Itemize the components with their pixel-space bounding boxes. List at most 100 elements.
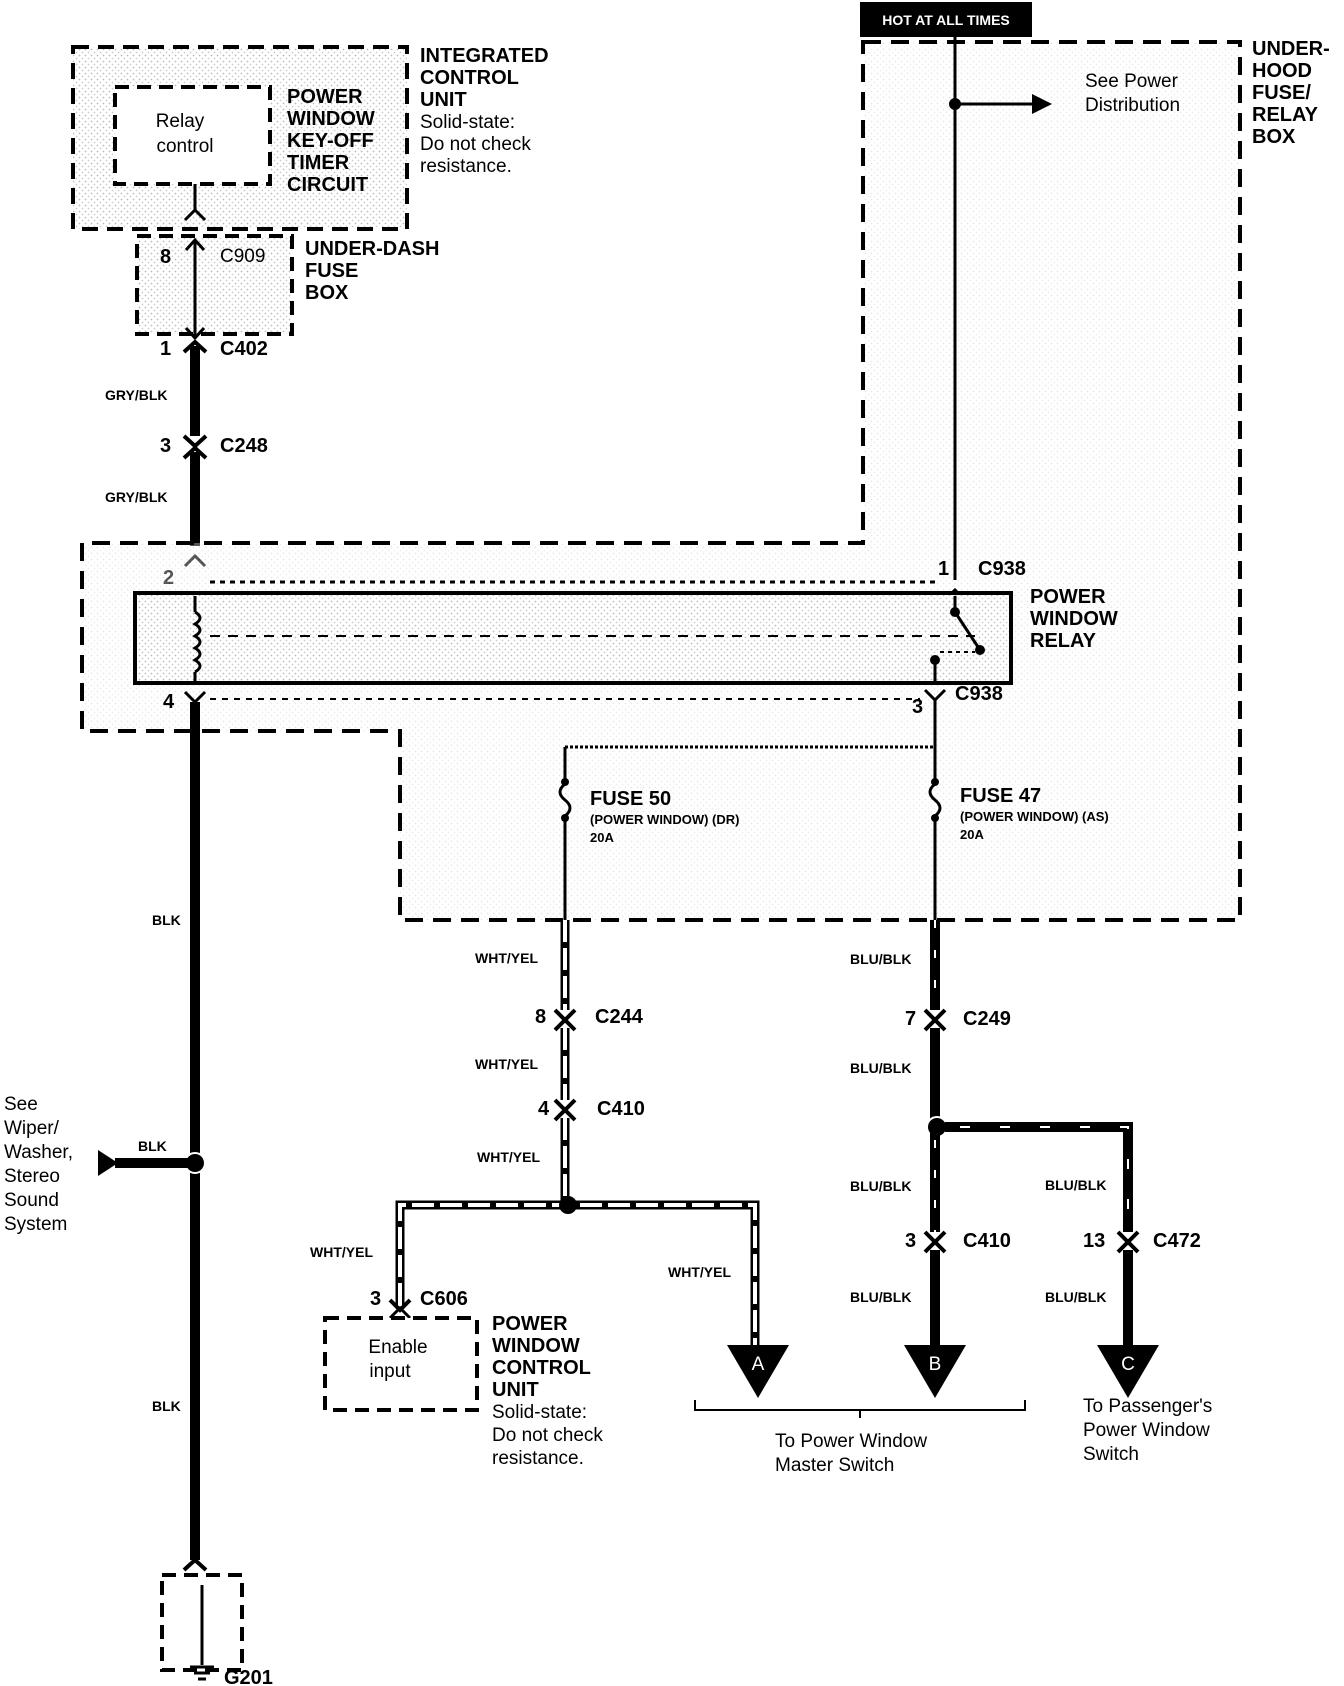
c410a-connector (553, 1098, 577, 1122)
fuse47-name: FUSE 47 (960, 785, 1041, 807)
underdash-fuse-box (135, 234, 294, 336)
blublk-label-2: BLU/BLK (850, 1060, 911, 1076)
pwcu-inner-1: Enable (368, 1337, 427, 1358)
c244-label: C244 (595, 1006, 644, 1028)
pwcu-note-1: Solid-state: (492, 1402, 587, 1423)
underhood-fuse-box (80, 40, 1242, 922)
icu-note-2: Do not check (420, 134, 531, 155)
c402-label: C402 (220, 338, 268, 360)
whtyel-splice (559, 1196, 577, 1214)
c248-plug (182, 434, 208, 449)
blublk-label-4: BLU/BLK (850, 1289, 911, 1305)
ground-icon (190, 1665, 214, 1681)
see-wiper-2: Wiper/ (4, 1118, 60, 1139)
see-wiper-1: See (4, 1094, 38, 1115)
blk-label-2: BLK (152, 1398, 181, 1414)
pwcu-box (323, 1316, 479, 1412)
pwcu-title-1: POWER (492, 1313, 568, 1335)
pwcu-title-3: CONTROL (492, 1357, 591, 1379)
underdash-title-1: UNDER-DASH (305, 238, 439, 260)
relay-control-label-2: control (156, 136, 213, 157)
whtyel-label-2: WHT/YEL (475, 1056, 538, 1072)
blublk-label-3: BLU/BLK (850, 1178, 911, 1194)
gryblk-label-2: GRY/BLK (105, 489, 167, 505)
timer-circuit-label-1: POWER (287, 86, 363, 108)
c402-chevron (182, 339, 208, 354)
terminal-b-label: B (929, 1354, 942, 1375)
fuse50-name: FUSE 50 (590, 788, 671, 810)
c410b-label: C410 (963, 1230, 1011, 1252)
icu-note-1: Solid-state: (420, 112, 515, 133)
c249-label: C249 (963, 1008, 1011, 1030)
underhood-title-2: HOOD (1252, 60, 1312, 82)
g201-chevron (182, 1557, 208, 1572)
see-wiper-5: Sound (4, 1190, 59, 1211)
c248-label: C248 (220, 435, 268, 457)
c248-socket (182, 445, 208, 460)
pwcu-inner-2: input (369, 1361, 411, 1382)
to-passenger-1: To Passenger's (1083, 1396, 1212, 1417)
underhood-title-4: RELAY (1252, 104, 1319, 126)
relay-title-3: RELAY (1030, 630, 1097, 652)
relay-control-box (113, 85, 272, 186)
c938-pin3: 3 (912, 696, 923, 718)
timer-circuit-label-4: TIMER (287, 152, 350, 174)
fuse47-desc: (POWER WINDOW) (AS) (960, 809, 1109, 824)
fuse50-symbol (558, 782, 572, 818)
icu-connector-chevron (183, 207, 207, 222)
to-master-1: To Power Window (775, 1431, 927, 1452)
to-passenger-3: Switch (1083, 1444, 1139, 1465)
underdash-arrow-up (184, 237, 206, 252)
blublk-label-6: BLU/BLK (1045, 1289, 1106, 1305)
underdash-title-3: BOX (305, 282, 349, 304)
underhood-title-1: UNDER- (1252, 38, 1330, 60)
see-wiper-6: System (4, 1214, 67, 1235)
c472-label: C472 (1153, 1230, 1201, 1252)
pwcu-title-4: UNIT (492, 1379, 539, 1401)
c606-label: C606 (420, 1288, 468, 1310)
relay-coil (192, 610, 202, 674)
switch-arm (953, 611, 982, 651)
relay-control-label-1: Relay (156, 111, 205, 132)
power-dist-label-1: See Power (1085, 71, 1179, 92)
g201-label: G201 (224, 1667, 273, 1686)
c472-pin: 13 (1083, 1230, 1105, 1252)
c244-connector (553, 1008, 577, 1032)
fuse47-amps: 20A (960, 827, 984, 842)
c938-pin1: 1 (938, 558, 949, 580)
pwcu-title-2: WINDOW (492, 1335, 580, 1357)
icu-note-3: resistance. (420, 156, 512, 177)
c938-label-3: C938 (955, 683, 1003, 705)
underdash-arrow-down (184, 326, 206, 341)
c938-label-1: C938 (978, 558, 1026, 580)
whtyel-label-1: WHT/YEL (475, 950, 538, 966)
hot-banner (860, 2, 1032, 37)
c606-socket (388, 1305, 412, 1320)
terminal-c (1097, 1345, 1159, 1398)
master-switch-bracket (694, 1400, 1026, 1418)
c249-connector (923, 1008, 947, 1032)
underhood-title-5: BOX (1252, 126, 1296, 148)
c244-pin: 8 (535, 1006, 546, 1028)
blublk-label-1: BLU/BLK (850, 951, 911, 967)
icu-title-2: CONTROL (420, 67, 519, 89)
blublk-label-5: BLU/BLK (1045, 1177, 1106, 1193)
c402-pin: 1 (160, 338, 171, 360)
blk-branch-label: BLK (138, 1138, 167, 1154)
terminal-c-label: C (1121, 1354, 1135, 1375)
icu-title-1: INTEGRATED (420, 45, 549, 67)
c410b-connector (923, 1230, 947, 1254)
c606-pin: 3 (370, 1288, 381, 1310)
blublk-branch-inner (960, 1126, 1129, 1232)
whtyel-label-4: WHT/YEL (310, 1244, 373, 1260)
see-wiper-4: Stereo (4, 1166, 60, 1187)
timer-circuit-label-5: CIRCUIT (287, 174, 368, 196)
power-dist-label-2: Distribution (1085, 95, 1180, 116)
fuse50-desc: (POWER WINDOW) (DR) (590, 812, 739, 827)
underhood-title-3: FUSE/ (1252, 82, 1311, 104)
fuse50-amps: 20A (590, 830, 614, 845)
gryblk-label-1: GRY/BLK (105, 387, 167, 403)
terminal-a (727, 1345, 789, 1398)
